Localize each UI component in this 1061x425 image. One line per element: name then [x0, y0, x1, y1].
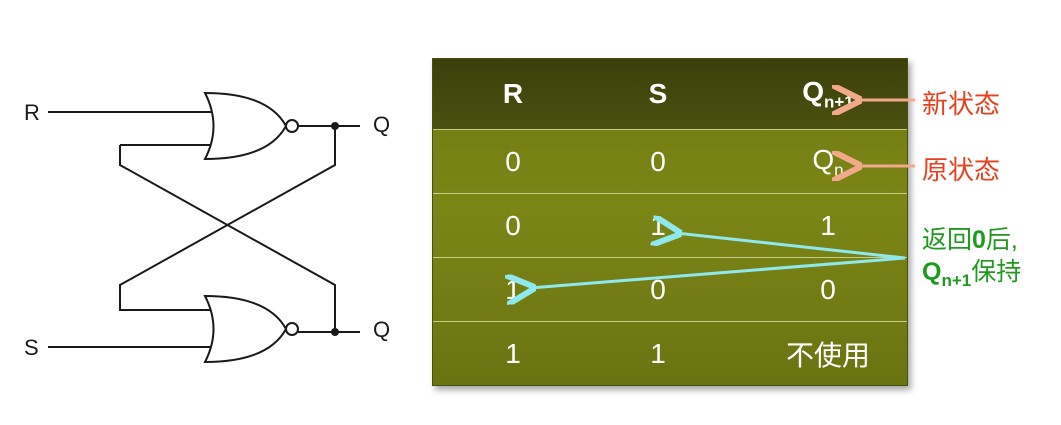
wire-top-feedback — [119, 126, 336, 311]
truth-table: R S Qn+1 0 0 Qn 0 1 1 1 0 0 1 1 不使用 — [432, 58, 908, 386]
header-s: S — [648, 78, 668, 109]
cell-s: 0 — [650, 274, 666, 305]
annotation-return-hold: 返回0后, Qn+1保持 — [922, 224, 1021, 297]
header-r: R — [502, 78, 524, 109]
junction-top — [331, 122, 339, 130]
header-q-sub: n+1 — [824, 92, 854, 112]
annotation-old-state: 原状态 — [922, 155, 1001, 185]
cell-r: 1 — [505, 338, 521, 369]
label-s: S — [24, 335, 39, 360]
hold-q-sub: n+1 — [941, 271, 972, 290]
cell-q-sub: n — [834, 160, 844, 180]
cell-q-base: Q — [812, 143, 835, 175]
return-pre: 返回 — [922, 226, 973, 254]
table-row: 1 0 0 — [433, 257, 907, 322]
cell-s: 1 — [650, 210, 666, 241]
return-post: 后, — [985, 226, 1018, 254]
table-row: 0 0 Qn — [433, 129, 907, 194]
cell-r: 0 — [505, 146, 521, 177]
wire-bottom-feedback — [119, 145, 336, 332]
cell-q: 0 — [820, 274, 836, 305]
cell-q: 1 — [820, 210, 836, 241]
nor-gate-top — [203, 91, 288, 161]
cell-s: 1 — [650, 338, 666, 369]
return-bold: 0 — [972, 226, 986, 254]
table-row: 0 1 1 — [433, 193, 907, 258]
hold-q: Q — [922, 258, 942, 286]
nor-bubble-bottom — [285, 322, 299, 336]
label-q-bottom: Q — [373, 317, 391, 342]
annotation-new-state: 新状态 — [922, 89, 1001, 119]
nor-bubble-top — [285, 119, 299, 133]
cell-q: 不使用 — [785, 340, 870, 371]
hold-post: 保持 — [971, 258, 1022, 286]
annotation-return-line2: Qn+1保持 — [922, 256, 1021, 297]
table-header-row: R S Qn+1 — [433, 59, 907, 129]
nor-latch-circuit — [48, 91, 360, 364]
cell-s: 0 — [650, 146, 666, 177]
nor-gate-bottom — [203, 294, 288, 364]
header-q-base: Q — [802, 75, 824, 107]
cell-r: 0 — [505, 210, 521, 241]
label-q-top: Q — [373, 112, 391, 137]
cell-r: 1 — [505, 274, 521, 305]
label-r: R — [24, 100, 40, 125]
cell-q: Qn — [763, 144, 893, 181]
junction-bottom — [331, 328, 339, 336]
table-row: 1 1 不使用 — [433, 321, 907, 385]
header-qn1: Qn+1 — [763, 76, 893, 113]
annotation-return-line1: 返回0后, — [922, 224, 1021, 256]
